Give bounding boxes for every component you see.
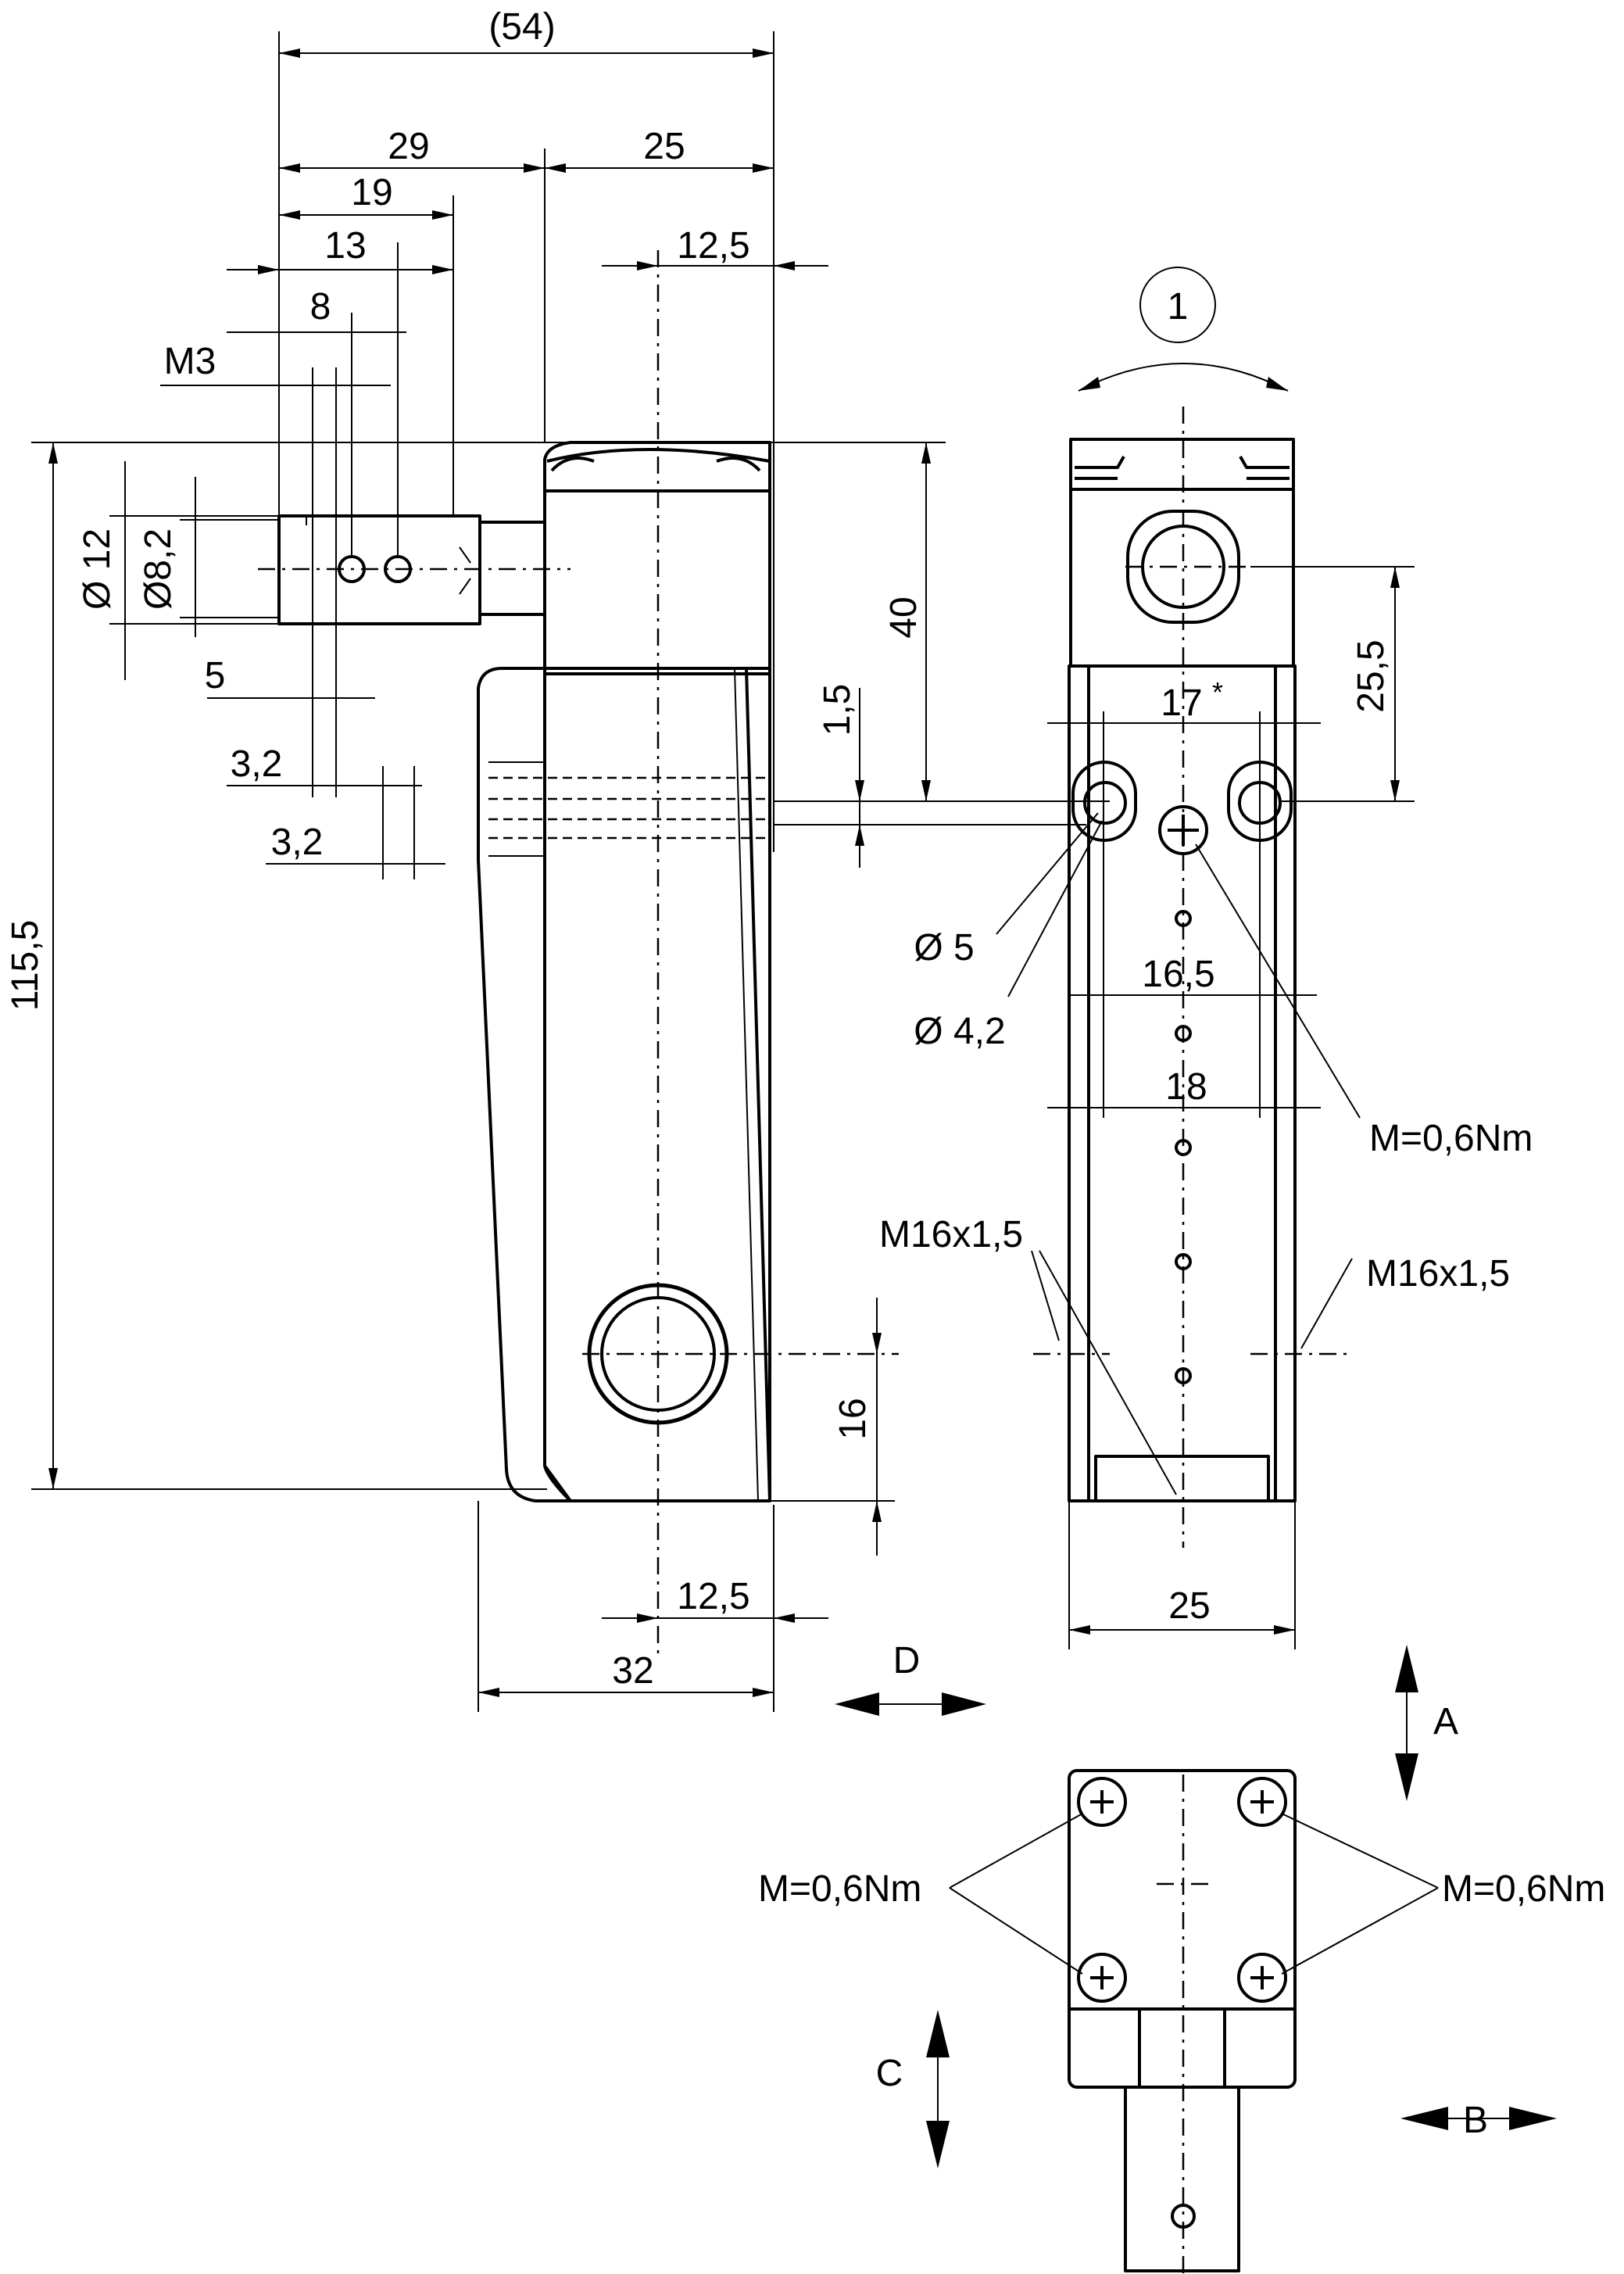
- arrow-c-up: [926, 2010, 950, 2057]
- dim-19: 19: [351, 172, 392, 213]
- dimension-lines: [31, 31, 1439, 1975]
- head-screw-slots: [550, 457, 761, 472]
- dim-40: 40: [883, 596, 925, 638]
- dim-18: 18: [1165, 1066, 1207, 1108]
- dim-1-5: 1,5: [817, 684, 858, 736]
- dim-8: 8: [310, 286, 331, 328]
- direction-label-c: C: [876, 2053, 903, 2094]
- dim-dia-12: Ø 12: [77, 528, 118, 610]
- dim-13: 13: [324, 225, 366, 267]
- bottom-pin: [1124, 2086, 1240, 2272]
- arrow-b-right: [1509, 2107, 1557, 2130]
- bottom-neck: [1138, 2007, 1226, 2089]
- front-head: [1069, 438, 1295, 668]
- dim-dia-4-2: Ø 4,2: [914, 1011, 1005, 1052]
- actuator-lever: [477, 667, 572, 1502]
- torque-bottom-right: M=0,6Nm: [1442, 1868, 1605, 1910]
- front-screw-left: [1075, 456, 1125, 480]
- rotation-callout-circle: [1139, 267, 1216, 343]
- rotation-callout-number: 1: [1168, 286, 1189, 328]
- dim-dia-5: Ø 5: [914, 927, 974, 969]
- arrow-d-right: [942, 1692, 986, 1716]
- thread-right: M16x1,5: [1366, 1253, 1510, 1295]
- arrow-a-down: [1395, 1753, 1418, 1801]
- dim-32: 32: [612, 1650, 653, 1692]
- dim-16-5: 16,5: [1142, 954, 1214, 995]
- arrow-d-left: [835, 1692, 879, 1716]
- dim-115-5: 115,5: [5, 920, 46, 1012]
- torque-bottom-left: M=0,6Nm: [758, 1868, 921, 1910]
- bottom-screw-br: [1237, 1953, 1287, 2003]
- direction-label-d: D: [893, 1640, 921, 1681]
- direction-arrows: [835, 1645, 1557, 2168]
- dimension-labels: (54) 29 25 19 13 12,5 8 M3 Ø 12 Ø8,2 5 3…: [5, 6, 1605, 2141]
- dim-3-2-b: 3,2: [271, 822, 324, 863]
- dim-16: 16: [832, 1398, 874, 1439]
- side-view: [258, 250, 899, 1657]
- dim-25-top: 25: [643, 126, 685, 167]
- dim-dia-8-2: Ø8,2: [138, 528, 179, 610]
- front-screw-right: [1239, 456, 1290, 480]
- dim-overall-width: (54): [488, 6, 555, 48]
- bottom-view: [1068, 1769, 1297, 2274]
- mount-hole-left-inner: [1083, 781, 1127, 825]
- bottom-screw-tl: [1077, 1777, 1127, 1827]
- dim-m3: M3: [164, 341, 216, 382]
- dim-17-mark: *: [1212, 676, 1223, 708]
- dim-25-5: 25,5: [1350, 639, 1392, 712]
- bottom-body: [1068, 1769, 1297, 2089]
- dim-17: 17: [1161, 682, 1202, 724]
- arrow-a-up: [1395, 1645, 1418, 1692]
- direction-label-b: B: [1463, 2100, 1488, 2141]
- dim-25-bottom: 25: [1168, 1585, 1210, 1627]
- bottom-screw-bl: [1077, 1953, 1127, 2003]
- dim-3-2-a: 3,2: [231, 743, 283, 785]
- arrow-b-left: [1400, 2107, 1448, 2130]
- dim-12-5-bottom: 12,5: [677, 1576, 749, 1617]
- head-cap: [546, 448, 771, 463]
- dim-29: 29: [388, 126, 429, 167]
- dim-5: 5: [205, 655, 226, 697]
- dim-12-5-top: 12,5: [677, 225, 749, 267]
- arrow-c-down: [926, 2121, 950, 2168]
- torque-right: M=0,6Nm: [1369, 1118, 1533, 1159]
- direction-label-a: A: [1433, 1701, 1458, 1742]
- thread-left: M16x1,5: [879, 1214, 1023, 1255]
- bottom-screw-tr: [1237, 1777, 1287, 1827]
- front-body-foot: [1094, 1455, 1270, 1502]
